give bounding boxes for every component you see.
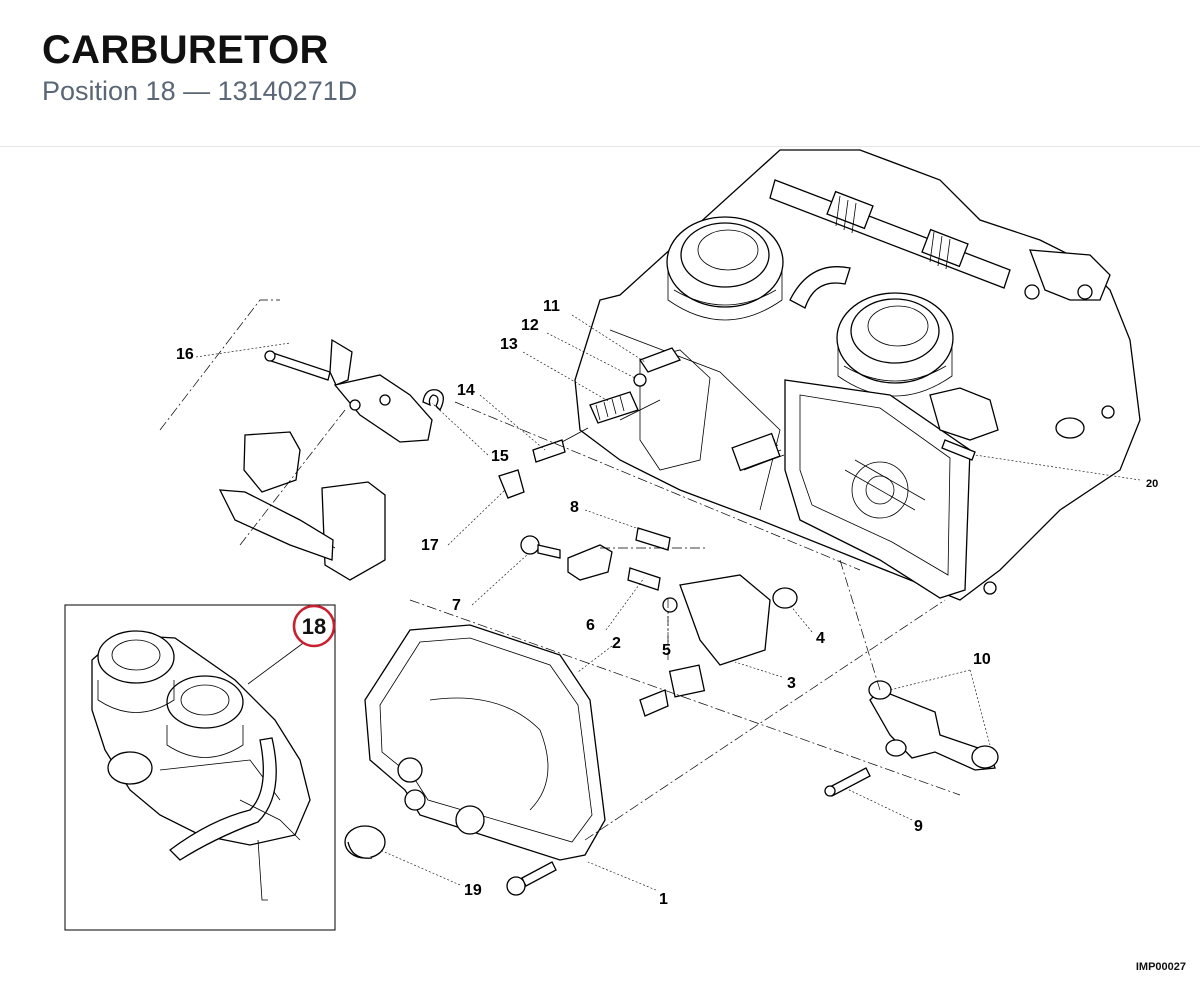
callout-1: 1 [659,891,668,908]
inset-assembled-view: 18 [64,604,336,931]
callout-7: 7 [452,597,461,614]
position-badge-number: 18 [302,614,326,639]
figure-reference: IMP00027 [1135,961,1186,973]
callout-15: 15 [491,448,509,465]
callout-13: 13 [500,336,518,353]
assembly-lines [159,299,961,841]
position-badge [292,604,336,648]
page-subtitle: Position 18 — 13140271D [42,76,358,106]
callout-8: 8 [570,499,579,516]
callout-labels: 11 12 13 14 15 16 17 8 7 6 5 2 4 3 10 9 … [176,298,1158,908]
callout-11: 11 [543,298,560,315]
callout-19: 19 [464,882,482,899]
fittings-9-10 [824,680,999,797]
callout-5: 5 [662,642,671,659]
exploded-diagram: 11 12 13 14 15 16 17 8 7 6 5 2 4 3 10 9 … [64,149,1158,931]
callout-17: 17 [421,537,439,554]
clip-and-cap [422,389,525,499]
carburetor-body [574,149,1141,601]
callout-2: 2 [612,635,621,652]
callout-16: 16 [176,346,194,363]
page-header: CARBURETOR Position 18 — 13140271D [0,0,1200,147]
needle-assembly [532,347,681,463]
callout-6: 6 [586,617,595,634]
callout-9: 9 [914,818,923,835]
float-bowl-fittings [344,527,798,896]
callout-4: 4 [816,630,825,647]
callout-3: 3 [787,675,796,692]
leader-lines [195,314,1141,891]
callout-10: 10 [973,651,991,668]
callout-20: 20 [1146,478,1158,490]
page-title: CARBURETOR [42,28,329,72]
choke-bracket [218,338,433,581]
callout-12: 12 [521,317,539,334]
callout-14: 14 [457,382,475,399]
